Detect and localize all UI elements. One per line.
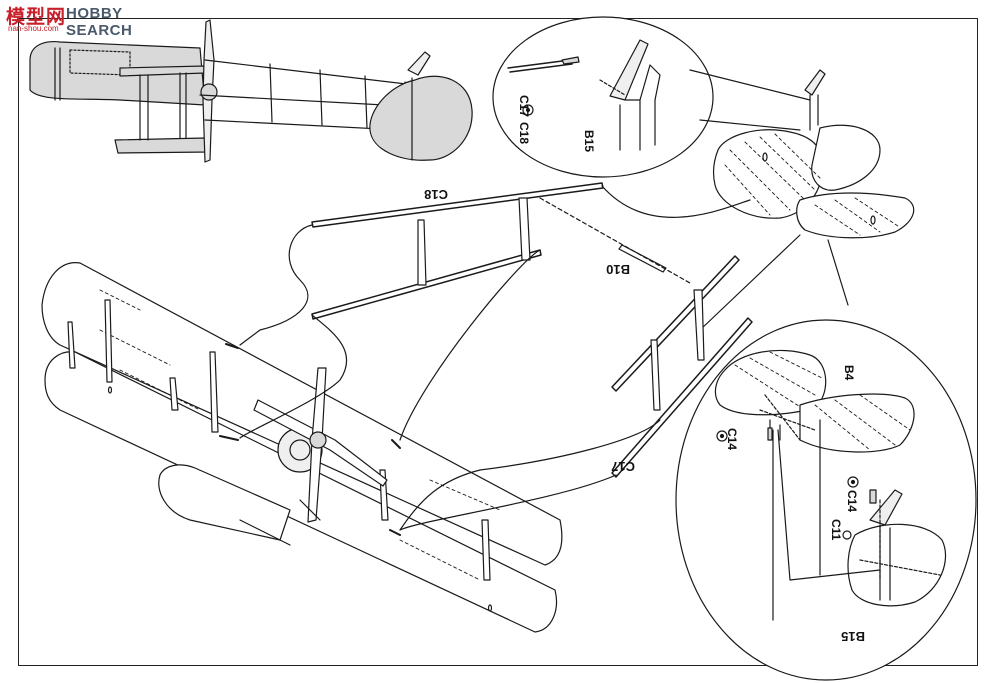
label-detail2-b15: B15 <box>841 629 865 644</box>
label-detail1-c18: C18 <box>517 122 531 144</box>
label-c18-main: C18 <box>424 187 448 202</box>
label-detail1-b15: B15 <box>582 130 596 152</box>
label-detail2-b4: B4 <box>842 365 856 381</box>
leader-lines <box>239 185 751 531</box>
label-detail1-c17: C17 <box>517 95 531 117</box>
watermark-url: nan-shou.com <box>8 24 59 33</box>
diagram-frame <box>18 18 978 666</box>
part-b10 <box>539 197 691 284</box>
label-detail2-c14-left: C14 <box>725 428 739 450</box>
label-detail2-c11: C11 <box>829 519 843 541</box>
main-biplane <box>41 262 563 633</box>
tail-assembly-upper <box>712 69 915 239</box>
watermark-brand: HOBBY SEARCH <box>66 5 133 39</box>
watermark: 模型网 HOBBY SEARCH nan-shou.com <box>6 2 176 39</box>
glue-symbol-icon <box>522 104 534 116</box>
strut-c18 <box>311 182 604 320</box>
label-c17-main: C17 <box>611 459 635 474</box>
strut-c17 <box>611 255 753 478</box>
label-b10: B10 <box>606 262 630 277</box>
watermark-chinese: 模型网 <box>6 7 67 28</box>
detail-circle-2 <box>675 319 977 681</box>
labels: C18 B10 C17 C17 C18 B15 B4 C14 C14 C11 B… <box>424 95 865 644</box>
glue-symbol-icon <box>847 476 859 488</box>
detail-circle-1 <box>492 16 714 178</box>
label-detail2-c14-right: C14 <box>845 490 859 512</box>
glue-symbol-icon <box>716 430 728 442</box>
side-view-fuselage <box>29 19 473 163</box>
